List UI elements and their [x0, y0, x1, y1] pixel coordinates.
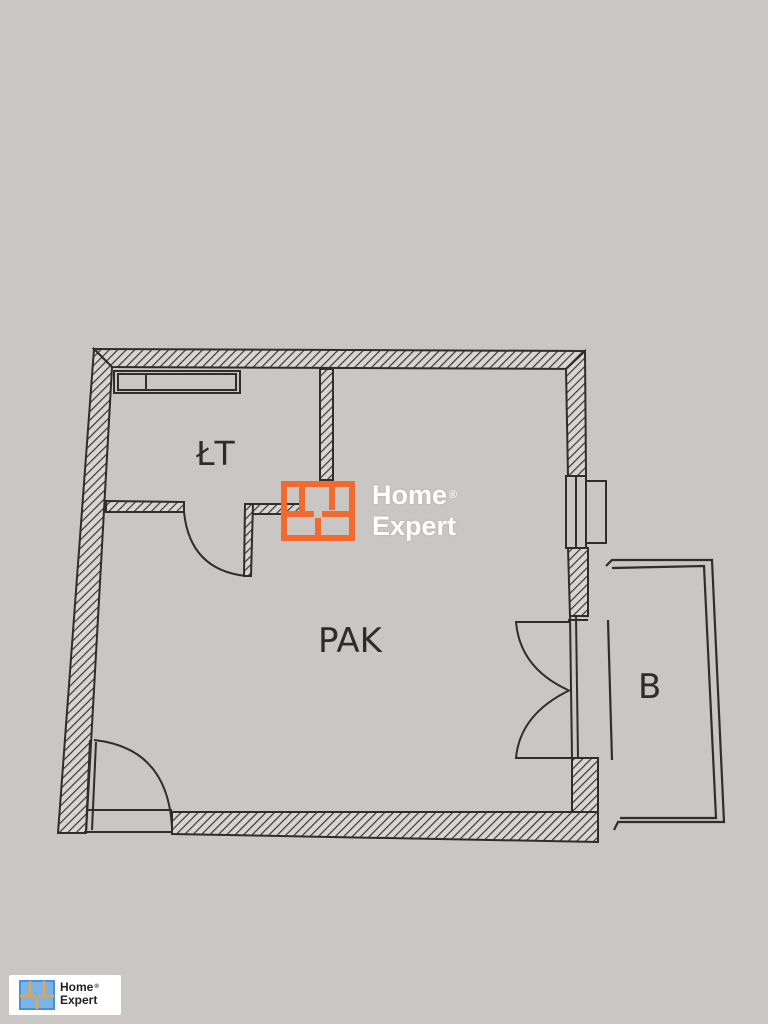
room-label-lt: ŁT [195, 434, 236, 473]
room-label-b: B [638, 667, 661, 707]
wall-bottom [171, 811, 599, 844]
watermark-line1: Home [372, 480, 448, 510]
window-right [565, 475, 607, 549]
corner-logo-text: Home® Expert [60, 981, 99, 1007]
corner-registered-mark: ® [94, 984, 99, 990]
corner-logo-line2: Expert [60, 993, 98, 1007]
wall-right-upper [564, 348, 588, 477]
watermark-line2: Expert [372, 511, 457, 541]
outer-walls [56, 346, 599, 844]
corner-logo: Home® Expert [9, 975, 121, 1015]
balcony-door [514, 615, 588, 759]
watermark-text: Home® Expert [372, 480, 457, 542]
corner-logo-line1: Home [60, 980, 94, 994]
room-label-pak: PAK [318, 621, 384, 661]
wall-right-lower [571, 757, 599, 813]
wall-bathroom-left [105, 499, 185, 513]
wall-right-mid [566, 547, 589, 617]
watermark: Home® Expert [280, 480, 490, 544]
wall-left [56, 346, 114, 834]
balcony [605, 558, 726, 831]
wall-door-jamb [242, 503, 255, 577]
wall-top [91, 347, 587, 371]
watermark-registered-mark: ® [449, 489, 458, 501]
wall-partition-vertical [319, 368, 334, 481]
home-expert-logo-icon [19, 980, 55, 1010]
bathroom-fixture [113, 370, 241, 394]
entrance-door [84, 739, 173, 833]
home-expert-logo-icon [281, 481, 355, 541]
bathroom-door [183, 511, 247, 577]
